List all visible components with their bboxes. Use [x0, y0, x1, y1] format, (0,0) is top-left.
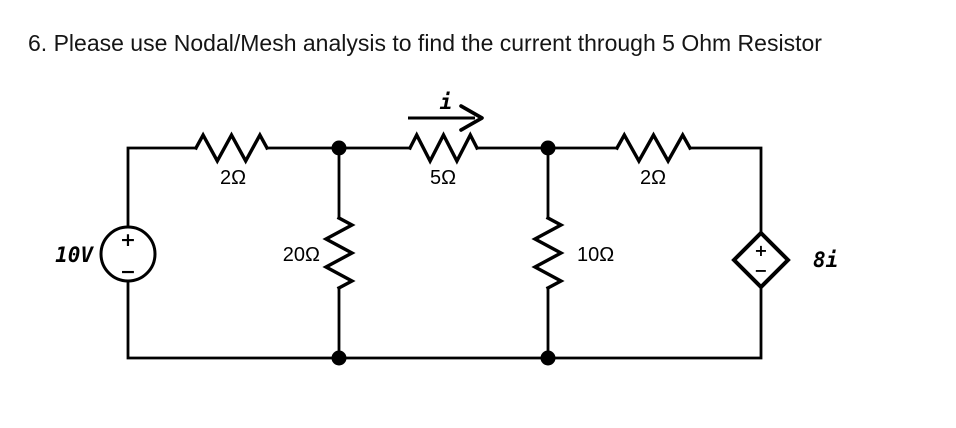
resistor-r3-label: 5Ω — [430, 167, 456, 189]
current-arrow-icon — [408, 104, 484, 132]
node-dot — [331, 140, 347, 156]
dependent-source-label: 8i — [813, 248, 838, 272]
voltage-source-plus: + — [120, 229, 136, 251]
problem-title: 6. Please use Nodal/Mesh analysis to fin… — [28, 30, 822, 56]
node-dot — [540, 350, 556, 366]
resistor-r4 — [531, 215, 565, 291]
resistor-r2 — [322, 215, 356, 291]
voltage-source-label: 10V — [55, 243, 94, 267]
voltage-source-minus: − — [120, 261, 136, 283]
resistor-r3 — [407, 131, 480, 165]
dependent-source-icon: + − — [731, 230, 791, 290]
dependent-source-minus: − — [754, 261, 767, 280]
dependent-source-plus: + — [754, 241, 767, 260]
resistor-r1-label: 2Ω — [220, 167, 246, 189]
resistor-r5-label: 2Ω — [640, 167, 666, 189]
resistor-r2-label: 20Ω — [283, 244, 320, 266]
node-dot — [540, 140, 556, 156]
node-dot — [331, 350, 347, 366]
resistor-r5 — [614, 131, 693, 165]
resistor-r4-label: 10Ω — [577, 244, 614, 266]
resistor-r1 — [193, 131, 270, 165]
voltage-source-icon: + − — [99, 225, 157, 283]
current-arrow-label: i — [440, 90, 453, 114]
